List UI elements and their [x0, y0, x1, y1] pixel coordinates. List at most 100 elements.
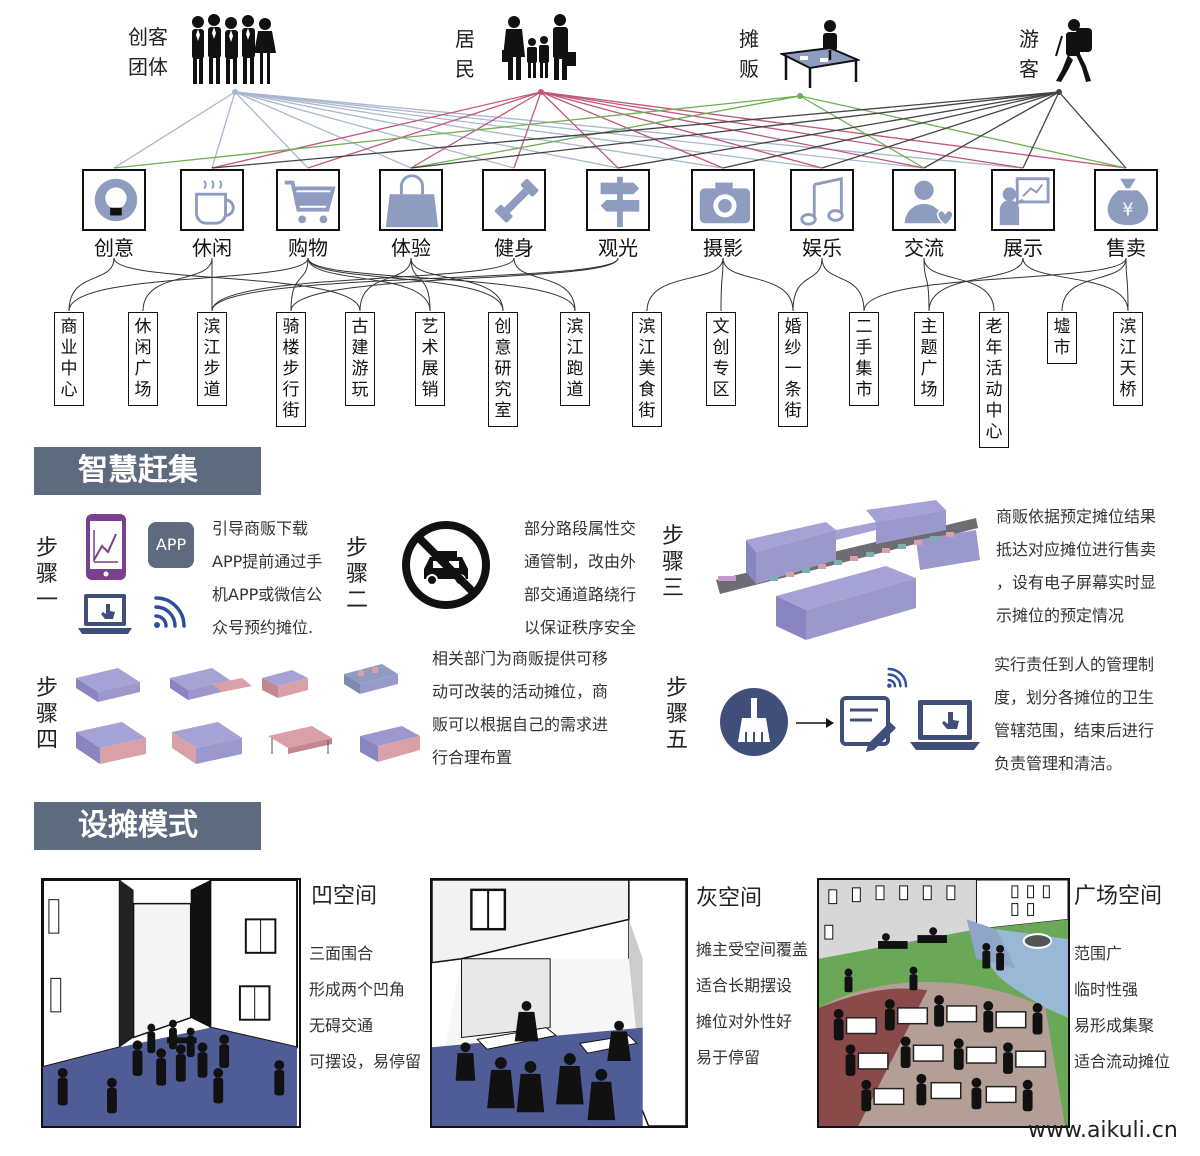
place-char: 展	[421, 359, 439, 379]
place-char: 条	[784, 380, 802, 400]
place-char: 楼	[282, 338, 300, 358]
user-label-1: 居民	[452, 24, 478, 84]
step-label-char: 步	[35, 676, 58, 701]
step-label-char: 步	[665, 676, 688, 701]
place-char: 活	[985, 359, 1003, 379]
activity-place-link	[307, 257, 504, 312]
place-char: 江	[203, 338, 221, 358]
place-char: 古	[351, 317, 369, 337]
place-char: 墟	[1053, 317, 1071, 337]
place-box-13: 老年活动中心	[979, 312, 1009, 448]
place-char: 步	[203, 359, 221, 379]
step-text-2: 部分路段属性交通管制，改由外部交通道路绕行以保证秩序安全	[524, 512, 636, 644]
place-char: 滨	[566, 317, 584, 337]
scene-text-0: 三面围合形成两个凹角无碍交通可摆设，易停留	[309, 936, 421, 1080]
place-char: 场	[920, 380, 938, 400]
activity-place-link	[211, 257, 619, 312]
step-text-line: 部交通道路绕行	[524, 585, 637, 604]
user-label-line: 客	[1019, 57, 1039, 81]
activity-box-10: ¥	[1094, 169, 1158, 231]
place-char: 滨	[203, 317, 221, 337]
activity-label-5: 观光	[598, 236, 638, 260]
activity-box-5	[586, 169, 650, 231]
step-label-char: 骤	[345, 562, 368, 587]
scene-text-line: 适合长期摆设	[696, 976, 793, 995]
place-char: 心	[985, 422, 1003, 442]
step-label-4: 步骤四	[34, 676, 60, 754]
place-char: 婚	[784, 317, 802, 337]
place-box-8: 滨江美食街	[632, 312, 662, 427]
step-label-char: 骤	[35, 702, 58, 727]
user-label-line: 居	[455, 27, 475, 51]
step-label-2: 步骤二	[344, 536, 370, 614]
place-box-5: 艺术展销	[415, 312, 445, 406]
user-label-line: 贩	[739, 57, 759, 81]
tourist-backpacker-icon	[1055, 19, 1092, 82]
user-activity-link	[617, 91, 1060, 169]
step-label-char: 五	[665, 728, 688, 753]
user-activity-link	[410, 91, 1060, 169]
resident-family-icon	[502, 14, 576, 80]
step-text-line: 部分路段属性交	[524, 519, 637, 538]
lightbulb-icon	[94, 178, 138, 222]
place-char: 商	[60, 317, 78, 337]
signpost-icon	[600, 176, 640, 228]
activity-place-link	[142, 257, 213, 312]
scene-text-line: 易于停留	[696, 1048, 761, 1067]
place-char: 研	[494, 359, 512, 379]
place-char: 步	[282, 359, 300, 379]
step-text-4: 相关部门为商贩提供可移动可改装的活动摊位，商贩可以根据自己的需求进行合理布置	[432, 642, 608, 774]
step-text-5: 实行责任到人的管理制度，划分各摊位的卫生管辖范围，结束后进行负责管理和清洁。	[994, 648, 1154, 780]
place-char: 年	[985, 338, 1003, 358]
place-char: 桥	[1119, 380, 1137, 400]
activity-place-link	[923, 257, 930, 312]
camera-icon	[699, 182, 751, 224]
place-char: 食	[638, 380, 656, 400]
step-label-char: 骤	[661, 550, 684, 575]
scene-title-2: 广场空间	[1074, 884, 1163, 909]
movable-stall-modules	[76, 664, 420, 764]
step-text-line: 引导商贩下载	[212, 519, 309, 538]
place-char: 行	[282, 380, 300, 400]
user-activity-link	[540, 91, 1024, 169]
activity-place-link	[863, 257, 1127, 312]
network-lines	[68, 89, 1129, 312]
step-text-line: 通管制，改由外	[524, 552, 637, 571]
activity-place-link	[410, 257, 431, 312]
street-axonometric-model	[716, 500, 980, 640]
scene-text-1: 摊主受空间覆盖适合长期摆设摊位对外性好易于停留	[696, 932, 808, 1076]
place-char: 美	[638, 359, 656, 379]
place-char: 中	[60, 359, 78, 379]
scene-text-line: 无碍交通	[309, 1016, 374, 1035]
user-activity-link	[540, 91, 619, 169]
place-char: 题	[920, 338, 938, 358]
step-label-char: 骤	[665, 702, 688, 727]
section-title-smart-market: 智慧赶集	[34, 447, 261, 495]
shopping-bag-icon	[385, 174, 439, 228]
step-text-line: 示摊位的预定情况	[996, 606, 1125, 625]
place-char: 骑	[282, 317, 300, 337]
step-label-1: 步骤一	[34, 536, 60, 614]
scene-title-0: 凹空间	[311, 884, 378, 909]
place-box-9: 文创专区	[706, 312, 736, 406]
activity-place-link	[307, 257, 576, 312]
person-heart-icon	[904, 180, 954, 227]
place-char: 主	[920, 317, 938, 337]
place-char: 创	[494, 317, 512, 337]
activity-box-8	[892, 169, 956, 231]
user-label-line: 团体	[128, 55, 168, 79]
activity-place-link	[1022, 257, 1129, 312]
step-label-char: 二	[345, 588, 368, 613]
place-box-11: 二手集市	[849, 312, 879, 406]
step-label-char: 步	[345, 536, 368, 561]
step-label-3: 步骤三	[660, 524, 686, 602]
activity-place-link	[359, 257, 412, 312]
edit-document-icon	[840, 696, 896, 752]
user-activity-link	[211, 91, 236, 169]
place-char: 江	[566, 338, 584, 358]
place-box-4: 古建游玩	[345, 312, 375, 406]
place-char: 业	[60, 338, 78, 358]
activity-label-4: 健身	[494, 236, 534, 260]
user-label-line: 民	[455, 57, 475, 81]
place-char: 创	[712, 338, 730, 358]
